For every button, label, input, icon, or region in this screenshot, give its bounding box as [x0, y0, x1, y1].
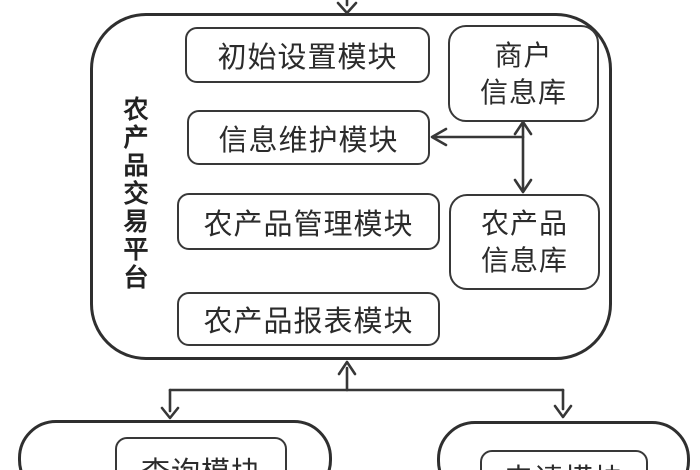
module-label: 农产品管理模块	[203, 206, 414, 241]
platform-vertical-label: 农产品交易平台	[120, 96, 149, 292]
module-box-product-management: 农产品管理模块	[177, 193, 440, 250]
module-box-apply: 申请模块	[480, 450, 648, 470]
arrow-top-into-platform-icon	[336, 0, 358, 15]
module-box-product-report: 农产品报表模块	[177, 292, 440, 346]
connector-platform-bottom-sections	[160, 360, 573, 420]
module-label: 初始设置模块	[217, 40, 398, 74]
module-box-initial-setup: 初始设置模块	[185, 27, 430, 83]
database-box-merchant-info: 商户 信息库	[448, 25, 599, 122]
module-box-info-maintenance: 信息维护模块	[187, 110, 430, 165]
arrow-down-into-apply-section-icon	[553, 404, 573, 419]
module-label: 查询模块	[141, 449, 261, 470]
module-box-query: 查询模块	[115, 437, 287, 470]
arrow-down-into-query-section-icon	[160, 406, 180, 420]
database-box-product-info: 农产品 信息库	[449, 194, 600, 290]
module-label: 信息维护模块	[218, 122, 399, 157]
module-label: 申请模块	[504, 456, 624, 470]
module-label: 农产品报表模块	[203, 304, 414, 338]
arrow-up-into-platform-icon	[337, 360, 357, 376]
